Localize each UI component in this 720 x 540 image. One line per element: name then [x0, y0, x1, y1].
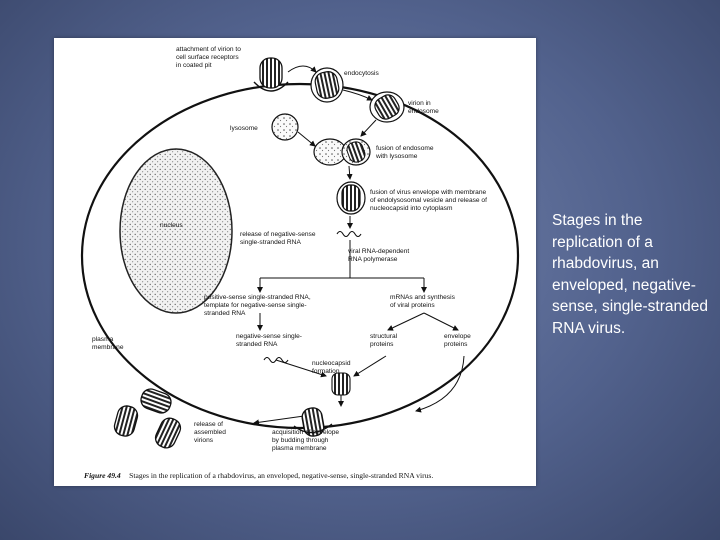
label-polymerase-1: viral RNA-dependent	[348, 248, 409, 255]
label-nucleocapsid-1: nucleocapsid	[312, 360, 351, 367]
label-envfusion-3: nucleocapsid into cytoplasm	[370, 205, 453, 212]
endolysosome	[313, 138, 371, 166]
label-attachment-3: in coated pit	[176, 62, 212, 69]
label-virion-in-2: endosome	[408, 108, 439, 115]
label-endocytosis: endocytosis	[344, 70, 380, 77]
label-structural-2: proteins	[370, 341, 394, 348]
label-virion-in-1: virion in	[408, 100, 431, 107]
label-positive-3: stranded RNA	[204, 310, 246, 317]
label-positive-1: positive-sense single-stranded RNA,	[204, 294, 311, 301]
label-acquisition-2: by budding through	[272, 437, 329, 444]
released-virions	[113, 388, 182, 449]
label-negsense-2: stranded RNA	[236, 341, 278, 348]
replication-diagram: attachment of virion to cell surface rec…	[80, 46, 520, 482]
label-release-1: release of negative-sense	[240, 231, 316, 238]
label-envelope-1: envelope	[444, 333, 471, 340]
negative-rna-squiggle	[336, 230, 362, 238]
label-plasma-1: plasma	[92, 336, 114, 343]
label-mrna-2: of viral proteins	[390, 302, 435, 309]
budding-virion	[293, 407, 333, 437]
label-released-3: virions	[194, 437, 214, 444]
label-acquisition-1: acquisition of envelope	[272, 429, 339, 436]
label-envfusion-1: fusion of virus envelope with membrane	[370, 189, 487, 196]
negative-rna-new	[263, 356, 289, 364]
label-negsense-1: negative-sense single-	[236, 333, 302, 340]
virion-endosome	[369, 91, 405, 123]
label-lysosome: lysosome	[230, 125, 258, 132]
figure-panel: attachment of virion to cell surface rec…	[54, 38, 536, 486]
label-release-2: single-stranded RNA	[240, 239, 301, 246]
label-structural-1: structural	[370, 333, 398, 340]
virion-uncoating	[336, 181, 366, 215]
label-envelope-2: proteins	[444, 341, 468, 348]
label-attachment-1: attachment of virion to	[176, 46, 241, 53]
figure-caption-text: Stages in the replication of a rhabdovir…	[129, 471, 433, 480]
virion-endocytosis	[310, 67, 344, 103]
label-plasma-2: membrane	[92, 344, 124, 351]
label-acquisition-3: plasma membrane	[272, 445, 327, 452]
nucleocapsid	[331, 372, 351, 396]
label-envfusion-2: of endolysosomal vesicle and release of	[370, 197, 487, 204]
label-fusion-1: fusion of endosome	[376, 145, 434, 152]
virion-attachment	[253, 57, 289, 92]
label-attachment-2: cell surface receptors	[176, 54, 239, 61]
label-released-1: release of	[194, 421, 223, 428]
lysosome	[271, 113, 299, 141]
label-polymerase-2: RNA polymerase	[348, 256, 398, 263]
label-positive-2: template for negative-sense single-	[204, 302, 307, 309]
cell-membrane	[80, 82, 520, 430]
figure-number: Figure 49.4	[84, 471, 121, 480]
nucleus	[119, 148, 233, 314]
figure-caption: Figure 49.4 Stages in the replication of…	[84, 465, 433, 482]
label-nucleocapsid-2: formation	[312, 368, 340, 375]
slide-caption: Stages in the replication of a rhabdovir…	[552, 212, 708, 337]
label-nucleus: nucleus	[160, 222, 183, 229]
label-mrna-1: mRNAs and synthesis	[390, 294, 456, 301]
label-released-2: assembled	[194, 429, 226, 436]
label-fusion-2: with lysosome	[375, 153, 418, 160]
